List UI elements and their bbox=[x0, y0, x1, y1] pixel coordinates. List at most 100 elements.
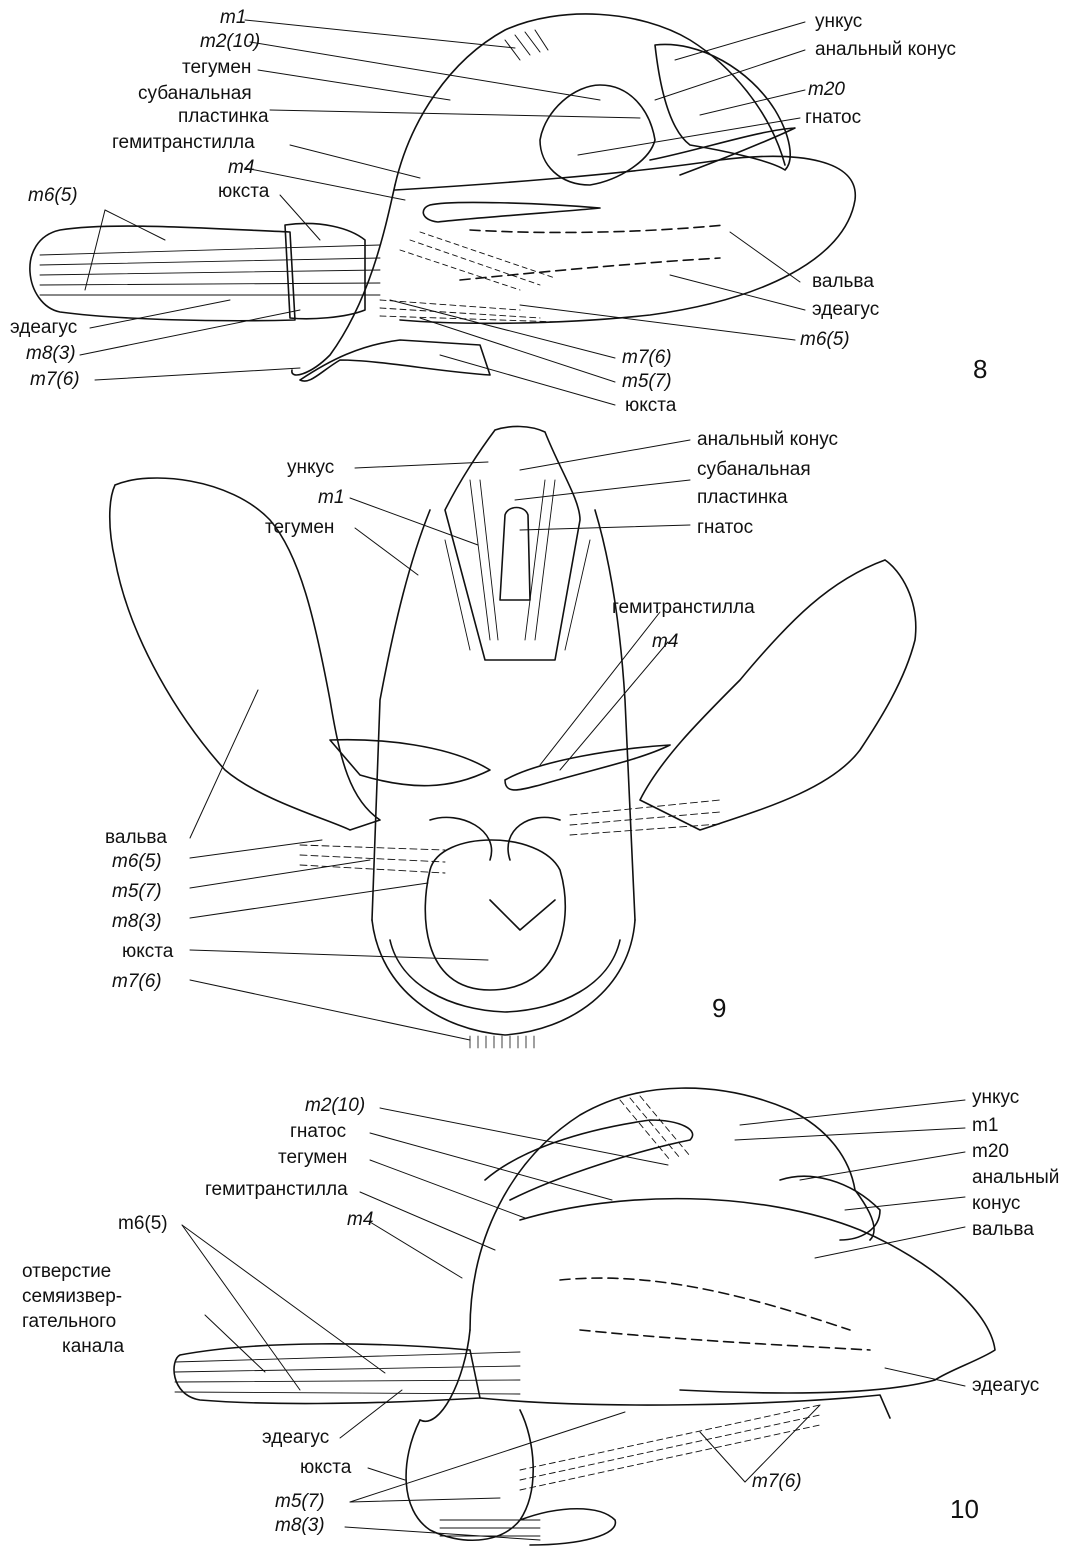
fig10-label-m5-7: m5(7) bbox=[275, 1492, 325, 1512]
fig8-label-m7-6-right: m7(6) bbox=[622, 348, 672, 368]
fig10-valva-dash2 bbox=[580, 1330, 870, 1350]
fig8-label-aedeagus-right: эдеагус bbox=[812, 300, 879, 320]
fig10-label-juxta: юкста bbox=[300, 1458, 351, 1478]
fig8-label-m1: m1 bbox=[220, 8, 246, 28]
fig9-label-tegumen: тегумен bbox=[265, 518, 334, 538]
figure-8-number: 8 bbox=[973, 356, 987, 382]
fig10-label-opening-4: канала bbox=[62, 1337, 124, 1357]
fig9-m6-left bbox=[300, 845, 445, 873]
fig10-label-m7-6: m7(6) bbox=[752, 1472, 802, 1492]
fig9-right-hemitranstilla bbox=[505, 745, 670, 790]
fig10-vinculum-curve bbox=[420, 1330, 470, 1421]
fig8-label-m5-7: m5(7) bbox=[622, 372, 672, 392]
fig9-label-hemitranstilla: гемитранстилла bbox=[612, 598, 755, 618]
fig10-valva-outline bbox=[520, 1199, 995, 1393]
fig8-label-subanal-1: субанальная bbox=[138, 84, 252, 104]
fig8-label-m20: m20 bbox=[808, 80, 845, 100]
figure-9-number: 9 bbox=[712, 995, 726, 1021]
fig10-label-aedeagus-left: эдеагус bbox=[262, 1428, 329, 1448]
fig10-label-tegumen: тегумен bbox=[278, 1148, 347, 1168]
fig10-aedeagus-fibers bbox=[175, 1352, 520, 1394]
fig10-m2-hatch bbox=[620, 1096, 690, 1160]
fig8-label-m2-10: m2(10) bbox=[200, 32, 260, 52]
fig8-m1-hatch bbox=[505, 30, 548, 60]
fig8-label-hemitranstilla: гемитранстилла bbox=[112, 133, 255, 153]
fig9-tegumen-outline bbox=[372, 510, 635, 920]
fig9-label-valva: вальва bbox=[105, 828, 167, 848]
fig8-label-uncus: ункус bbox=[815, 12, 862, 32]
fig9-label-m5-7: m5(7) bbox=[112, 882, 162, 902]
fig8-label-m8-3: m8(3) bbox=[26, 344, 76, 364]
fig9-label-uncus: ункус bbox=[287, 458, 334, 478]
fig8-label-tegumen: тегумен bbox=[182, 58, 251, 78]
fig8-valva-outline bbox=[395, 156, 855, 323]
fig9-label-m8-3: m8(3) bbox=[112, 912, 162, 932]
fig9-label-gnathos: гнатос bbox=[697, 518, 753, 538]
fig9-label-juxta: юкста bbox=[122, 942, 173, 962]
fig10-label-valva: вальва bbox=[972, 1220, 1034, 1240]
fig8-label-subanal-2: пластинка bbox=[178, 107, 269, 127]
fig10-label-anal-cone-1: анальный bbox=[972, 1168, 1059, 1188]
fig9-juxta bbox=[425, 840, 565, 990]
fig9-left-hemitranstilla bbox=[330, 740, 490, 786]
fig9-saccus-hatch bbox=[470, 1036, 534, 1048]
fig10-label-opening-1: отверстие bbox=[22, 1262, 111, 1282]
fig8-aedeagus-fibers bbox=[40, 245, 380, 295]
fig8-valva-inner-dash bbox=[470, 225, 725, 232]
fig9-label-subanal-2: пластинка bbox=[697, 488, 788, 508]
fig8-hemitranstilla bbox=[423, 202, 600, 222]
fig10-label-opening-3: гательного bbox=[22, 1312, 116, 1332]
fig9-m6-right bbox=[570, 800, 720, 835]
fig8-label-aedeagus-left: эдеагус bbox=[10, 318, 77, 338]
fig10-label-anal-cone-2: конус bbox=[972, 1194, 1020, 1214]
fig10-label-m4: m4 bbox=[347, 1210, 373, 1230]
fig9-gnathos bbox=[500, 508, 530, 601]
fig10-tegumen-outline bbox=[470, 1088, 874, 1330]
fig8-uncus-outline bbox=[655, 44, 790, 170]
fig10-label-hemitranstilla: гемитранстилла bbox=[205, 1180, 348, 1200]
fig9-uncus-hatch bbox=[445, 480, 590, 650]
fig8-sacculus-dash bbox=[460, 258, 720, 280]
fig9-label-m4: m4 bbox=[652, 632, 678, 652]
fig8-label-m7-6-left: m7(6) bbox=[30, 370, 80, 390]
fig10-label-m20: m20 bbox=[972, 1142, 1009, 1162]
fig8-m7-hatch bbox=[380, 300, 560, 322]
figure-10-number: 10 bbox=[950, 1496, 979, 1522]
fig8-label-anal-cone: анальный конус bbox=[815, 40, 956, 60]
fig9-uncus-outline bbox=[445, 426, 580, 660]
fig8-label-m6-5-right: m6(5) bbox=[800, 330, 850, 350]
fig10-label-aedeagus-right: эдеагус bbox=[972, 1376, 1039, 1396]
fig10-label-m1: m1 bbox=[972, 1116, 998, 1136]
fig8-label-juxta: юкста bbox=[218, 182, 269, 202]
fig9-juxta-notch bbox=[490, 900, 555, 930]
figure-8-drawing bbox=[30, 14, 855, 381]
fig10-label-m6-5: m6(5) bbox=[118, 1214, 168, 1234]
fig9-vinculum-inner bbox=[390, 940, 620, 1012]
fig8-label-m4: m4 bbox=[228, 158, 254, 178]
fig10-lower-hatch bbox=[440, 1520, 540, 1536]
figure-9-drawing bbox=[110, 426, 916, 1048]
fig8-label-m6-5-left: m6(5) bbox=[28, 186, 78, 206]
fig9-label-anal-cone: анальный конус bbox=[697, 430, 838, 450]
fig10-aedeagus-tip bbox=[480, 1395, 890, 1418]
fig8-label-gnathos: гнатос bbox=[805, 108, 861, 128]
fig9-left-valva bbox=[110, 478, 380, 830]
fig10-label-opening-2: семяизвер- bbox=[22, 1287, 122, 1307]
fig9-label-m1: m1 bbox=[318, 488, 344, 508]
fig10-gnathos bbox=[485, 1120, 693, 1200]
fig10-label-gnathos: гнатос bbox=[290, 1122, 346, 1142]
fig8-lower-process bbox=[300, 340, 490, 381]
fig8-label-juxta-bottom: юкста bbox=[625, 396, 676, 416]
fig9-label-m7-6: m7(6) bbox=[112, 972, 162, 992]
fig9-label-m6-5: m6(5) bbox=[112, 852, 162, 872]
fig10-aedeagus-outline bbox=[174, 1344, 480, 1404]
fig9-label-subanal-1: субанальная bbox=[697, 460, 811, 480]
fig10-juxta-ring bbox=[406, 1410, 533, 1540]
fig9-central-hooks bbox=[430, 817, 560, 860]
fig8-vinculum bbox=[292, 185, 395, 375]
fig10-label-m2-10: m2(10) bbox=[305, 1096, 365, 1116]
fig8-m6-hatch bbox=[400, 232, 555, 290]
fig10-label-m8-3: m8(3) bbox=[275, 1516, 325, 1536]
fig10-label-uncus: ункус bbox=[972, 1088, 1019, 1108]
